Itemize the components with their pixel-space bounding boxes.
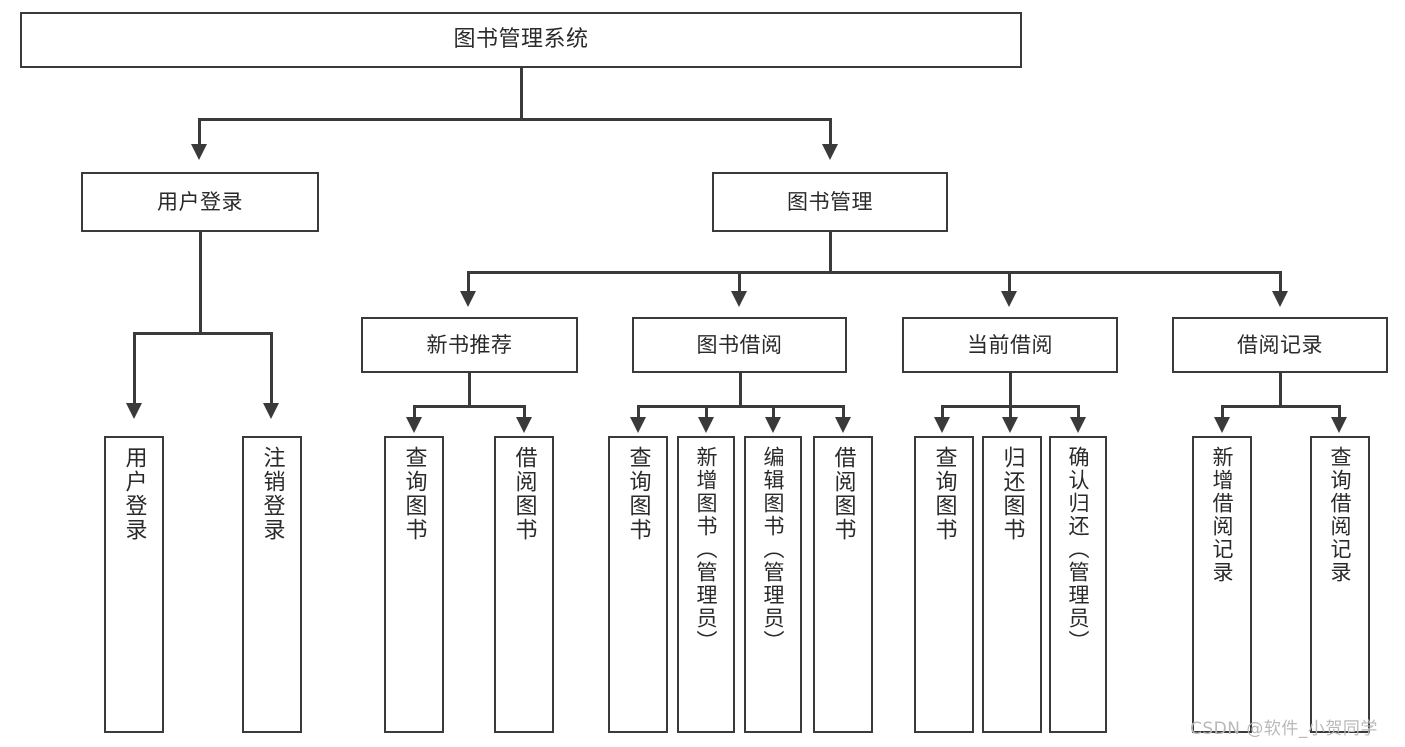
connector-book-management-bar (467, 271, 1282, 274)
arrowhead-cb-to-leaf-3 (1070, 417, 1086, 433)
leaf-borrow-book-recommend[interactable]: 借阅图书 (494, 436, 554, 733)
node-label: 图书管理系统 (453, 27, 589, 53)
leaf-confirm-return-admin[interactable]: 确认归还（管理员） (1049, 436, 1107, 733)
connector-new-book-to-leaf-1 (413, 405, 416, 419)
connector-book-management-stem (829, 232, 832, 274)
connector-user-login-stem (199, 232, 202, 335)
arrowhead-user-login-to-leaf-1 (126, 403, 142, 419)
connector-book-borrow-bar (637, 405, 845, 408)
connector-cb-to-leaf-3 (1077, 405, 1080, 419)
connector-user-login-to-leaf-2 (270, 332, 273, 405)
connector-borrow-record-bar (1221, 405, 1341, 408)
node-user-login[interactable]: 用户登录 (81, 172, 319, 232)
node-label: 查询图书 (625, 446, 651, 542)
arrowhead-br-to-leaf-2 (1331, 417, 1347, 433)
node-label: 归还图书 (999, 446, 1025, 542)
connector-cb-to-leaf-2 (1009, 405, 1012, 419)
node-label: 注销登录 (259, 446, 285, 542)
node-label: 新书推荐 (426, 332, 513, 357)
node-new-book-recommend[interactable]: 新书推荐 (361, 317, 578, 373)
arrowhead-bb-to-leaf-4 (835, 417, 851, 433)
arrowhead-user-login-to-leaf-2 (263, 403, 279, 419)
node-label: 用户登录 (121, 446, 147, 542)
arrowhead-bm-to-current-borrow (1001, 291, 1017, 307)
connector-bb-to-leaf-3 (772, 405, 775, 419)
node-label: 借阅记录 (1237, 332, 1323, 357)
node-label: 图书借阅 (696, 332, 783, 357)
connector-bm-to-book-borrow (738, 271, 741, 293)
arrowhead-bm-to-borrow-record (1272, 291, 1288, 307)
arrowhead-new-book-to-leaf-2 (516, 417, 532, 433)
node-root-book-management-system[interactable]: 图书管理系统 (20, 12, 1022, 68)
node-label: 确认归还（管理员） (1066, 446, 1091, 653)
node-current-borrow[interactable]: 当前借阅 (902, 317, 1118, 373)
leaf-query-book-borrow[interactable]: 查询图书 (608, 436, 668, 733)
arrowhead-br-to-leaf-1 (1214, 417, 1230, 433)
leaf-query-book-recommend[interactable]: 查询图书 (384, 436, 444, 733)
connector-root-bar (198, 118, 832, 121)
arrowhead-cb-to-leaf-2 (1002, 417, 1018, 433)
connector-new-book-stem (468, 373, 471, 407)
arrowhead-root-to-user-login (191, 144, 207, 160)
node-label: 查询借阅记录 (1328, 446, 1353, 584)
connector-bm-to-borrow-record (1279, 271, 1282, 293)
connector-bm-to-new-book (467, 271, 470, 293)
arrowhead-bb-to-leaf-2 (698, 417, 714, 433)
node-book-borrow[interactable]: 图书借阅 (632, 317, 847, 373)
node-label: 当前借阅 (967, 332, 1053, 357)
leaf-add-borrow-record[interactable]: 新增借阅记录 (1192, 436, 1252, 733)
connector-borrow-record-stem (1279, 373, 1282, 407)
connector-root-stem (520, 68, 523, 120)
arrowhead-bm-to-new-book (460, 291, 476, 307)
connector-book-borrow-stem (739, 373, 742, 407)
node-label: 图书管理 (787, 189, 873, 214)
connector-new-book-bar (413, 405, 526, 408)
leaf-user-login[interactable]: 用户登录 (104, 436, 164, 733)
connector-root-to-book-management (829, 118, 832, 146)
connector-bb-to-leaf-4 (842, 405, 845, 419)
connector-new-book-to-leaf-2 (523, 405, 526, 419)
connector-bb-to-leaf-1 (637, 405, 640, 419)
connector-cb-to-leaf-1 (941, 405, 944, 419)
node-borrow-record[interactable]: 借阅记录 (1172, 317, 1388, 373)
node-label: 新增图书（管理员） (694, 446, 719, 653)
arrowhead-cb-to-leaf-1 (934, 417, 950, 433)
leaf-query-borrow-record[interactable]: 查询借阅记录 (1310, 436, 1370, 733)
arrowhead-bm-to-book-borrow (731, 291, 747, 307)
leaf-add-book-admin[interactable]: 新增图书（管理员） (677, 436, 735, 733)
leaf-return-book[interactable]: 归还图书 (982, 436, 1042, 733)
connector-user-login-to-leaf-1 (133, 332, 136, 405)
arrowhead-bb-to-leaf-1 (630, 417, 646, 433)
leaf-query-book-current[interactable]: 查询图书 (914, 436, 974, 733)
connector-user-login-bar (133, 332, 273, 335)
leaf-logout-login[interactable]: 注销登录 (242, 436, 302, 733)
node-label: 查询图书 (931, 446, 957, 542)
node-label: 借阅图书 (830, 446, 856, 542)
arrowhead-new-book-to-leaf-1 (406, 417, 422, 433)
node-label: 编辑图书（管理员） (761, 446, 786, 653)
node-label: 新增借阅记录 (1210, 446, 1235, 584)
node-book-management[interactable]: 图书管理 (712, 172, 948, 232)
leaf-borrow-book[interactable]: 借阅图书 (813, 436, 873, 733)
node-label: 借阅图书 (511, 446, 537, 542)
arrowhead-bb-to-leaf-3 (765, 417, 781, 433)
node-label: 用户登录 (157, 189, 243, 214)
connector-root-to-user-login (198, 118, 201, 146)
arrowhead-root-to-book-management (822, 144, 838, 160)
node-label: 查询图书 (401, 446, 427, 542)
connector-bb-to-leaf-2 (705, 405, 708, 419)
connector-br-to-leaf-1 (1221, 405, 1224, 419)
connector-br-to-leaf-2 (1338, 405, 1341, 419)
connector-bm-to-current-borrow (1008, 271, 1011, 293)
connector-current-borrow-stem (1009, 373, 1012, 407)
leaf-edit-book-admin[interactable]: 编辑图书（管理员） (744, 436, 802, 733)
